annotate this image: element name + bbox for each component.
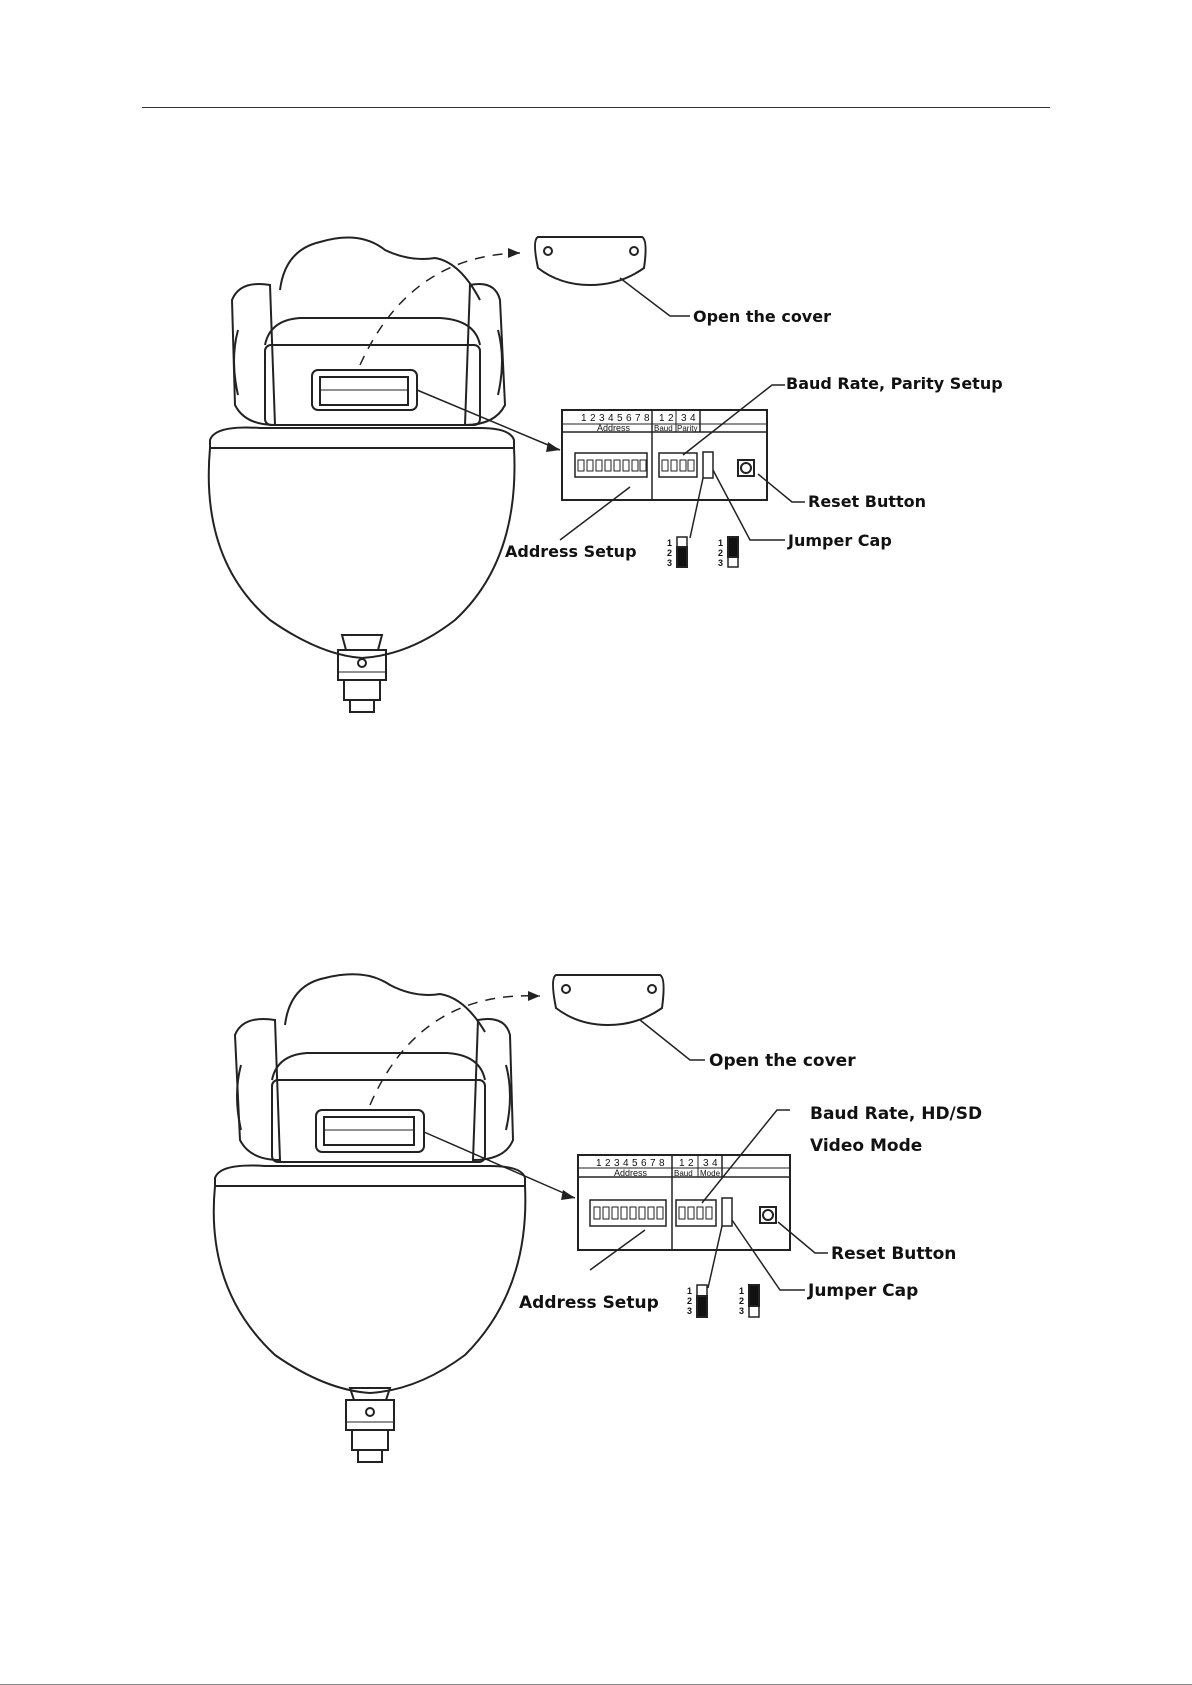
setup-label-line1: Baud Rate, HD/SD [810, 1104, 982, 1124]
digit: 8 [644, 413, 650, 424]
pin-number: 3 [718, 558, 723, 568]
digit: 1 [679, 1158, 685, 1169]
setup-label-line2: Video Mode [810, 1136, 922, 1156]
pin-number: 1 [739, 1286, 744, 1296]
pin-number: 3 [687, 1306, 692, 1316]
digit: 7 [650, 1158, 656, 1169]
pin-number: 2 [667, 548, 672, 558]
digit: 7 [635, 413, 641, 424]
pin-number: 3 [667, 558, 672, 568]
jumper-cap-label: Jumper Cap [807, 1281, 918, 1301]
open-cover-label: Open the cover [693, 307, 831, 326]
reset-label: Reset Button [808, 492, 926, 511]
digit: 1 [659, 413, 665, 424]
digit: 3 [681, 413, 687, 424]
reset-label: Reset Button [831, 1244, 956, 1264]
dip-switch-cells [578, 460, 694, 471]
address-header: Address [597, 423, 631, 433]
digit: 3 [703, 1158, 709, 1169]
jumper-cap-label: Jumper Cap [787, 531, 892, 550]
digit: 2 [688, 1158, 694, 1169]
pin-number: 1 [718, 538, 723, 548]
pin-number: 2 [687, 1296, 692, 1306]
parity-header: Parity [677, 424, 697, 433]
pin-number: 2 [739, 1296, 744, 1306]
address-setup-label: Address Setup [519, 1293, 659, 1313]
baud-header: Baud [654, 424, 673, 433]
open-cover-label: Open the cover [709, 1051, 856, 1071]
mode-header: Mode [700, 1169, 721, 1178]
pin-number: 1 [687, 1286, 692, 1296]
address-header: Address [614, 1168, 648, 1178]
digit: 2 [590, 413, 596, 424]
dip-switch-cells [594, 1207, 712, 1219]
setup-label: Baud Rate, Parity Setup [786, 374, 1003, 393]
digit: 2 [605, 1158, 611, 1169]
figure-video-mode-setup: 1 2 3 4 5 6 7 8 1 2 3 4 Address Baud Mod… [0, 960, 1192, 1500]
digit: 1 [581, 413, 587, 424]
digit: 4 [690, 413, 696, 424]
pin-number: 3 [739, 1306, 744, 1316]
baud-header: Baud [674, 1169, 693, 1178]
figure-parity-setup: 1 2 3 4 5 6 7 8 1 2 3 4 Address Baud Par… [0, 0, 1192, 760]
digit: 2 [668, 413, 674, 424]
address-setup-label: Address Setup [505, 542, 637, 561]
pin-number: 2 [718, 548, 723, 558]
pin-number: 1 [667, 538, 672, 548]
digit: 8 [659, 1158, 665, 1169]
digit: 4 [712, 1158, 718, 1169]
right-digits: 1 2 3 4 [659, 413, 696, 424]
digit: 1 [596, 1158, 602, 1169]
